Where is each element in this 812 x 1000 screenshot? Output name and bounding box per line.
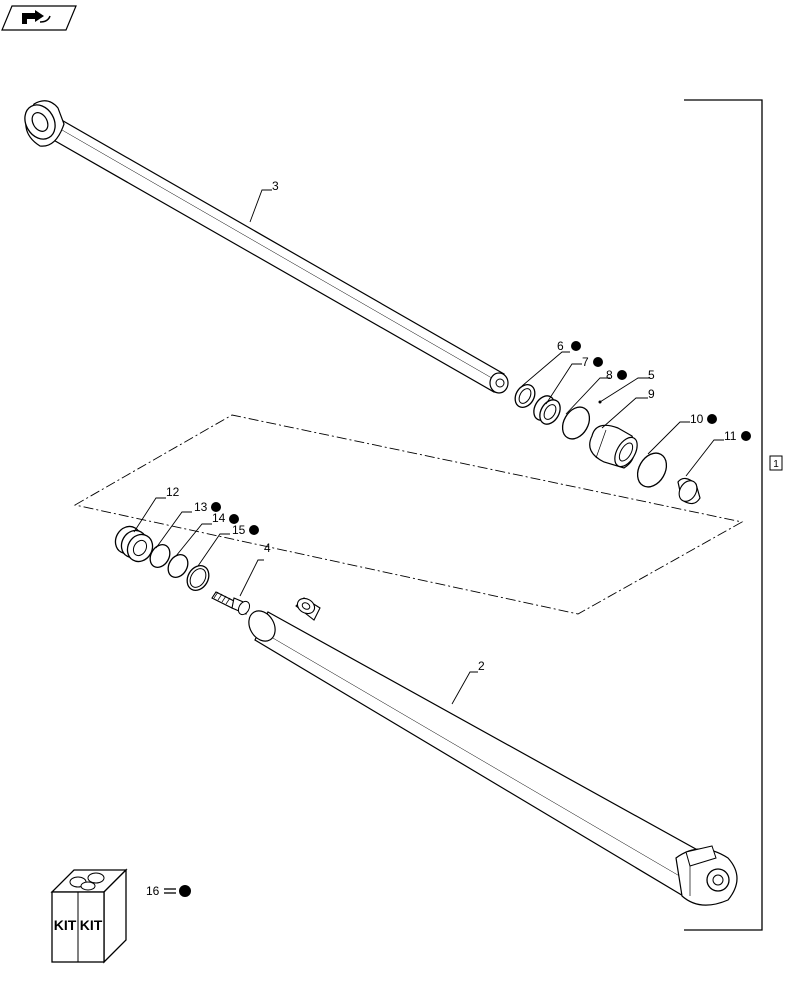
callout-labels: 3 6 7 8 5 9 10 11 12 13 14 15 4 2: [166, 179, 737, 673]
callout-10: 10: [690, 412, 704, 426]
assembly-label: 1: [773, 459, 779, 470]
rod-seal: [533, 395, 561, 425]
piston-ring-14: [167, 554, 189, 578]
o-ring-8: [561, 406, 591, 440]
kit-box-icon: KIT KIT: [50, 868, 128, 964]
callout-5: 5: [648, 368, 655, 382]
page-forward-button[interactable]: [1, 5, 77, 31]
kit-legend-label: 16: [146, 884, 160, 898]
kit-marker-13: [211, 502, 221, 512]
kit-markers: [211, 341, 751, 535]
callout-leaders: [133, 189, 724, 705]
kit-marker-6: [571, 341, 581, 351]
kit-legend: 16: [146, 884, 191, 898]
piston-12: [114, 525, 154, 563]
kit-marker-11: [741, 431, 751, 441]
callout-6: 6: [557, 339, 564, 353]
kit-marker-8: [617, 370, 627, 380]
callout-9: 9: [648, 387, 655, 401]
callout-14: 14: [212, 511, 226, 525]
callout-12: 12: [166, 485, 180, 499]
callout-11: 11: [724, 429, 737, 443]
wiper-seal: [514, 384, 536, 408]
callout-8: 8: [606, 368, 613, 382]
o-ring-10: [636, 452, 668, 488]
piston-ring-15: [186, 565, 210, 591]
kit-marker-15: [249, 525, 259, 535]
assembly-path-line: [73, 414, 744, 615]
page-forward-icon: [22, 10, 51, 24]
piston-rod: [24, 100, 509, 394]
callout-5-dot: [598, 400, 602, 404]
bolt-4: [211, 591, 251, 616]
callout-13: 13: [194, 500, 208, 514]
piston-ring-13: [149, 544, 171, 568]
bushing-11: [677, 477, 701, 505]
cylinder-barrel: [248, 597, 738, 906]
gland: [589, 424, 638, 469]
kit-legend-dot: [179, 885, 191, 897]
callout-4: 4: [264, 541, 271, 555]
kit-marker-7: [593, 357, 603, 367]
kit-box-text-left: KIT: [54, 917, 77, 933]
callout-7: 7: [582, 355, 589, 369]
assembly-bracket: 1: [684, 99, 783, 931]
kit-marker-10: [707, 414, 717, 424]
callout-15: 15: [232, 523, 246, 537]
callout-2: 2: [478, 659, 485, 673]
kit-box-text-right: KIT: [80, 917, 103, 933]
callout-3: 3: [272, 179, 279, 193]
kit-marker-14: [229, 514, 239, 524]
